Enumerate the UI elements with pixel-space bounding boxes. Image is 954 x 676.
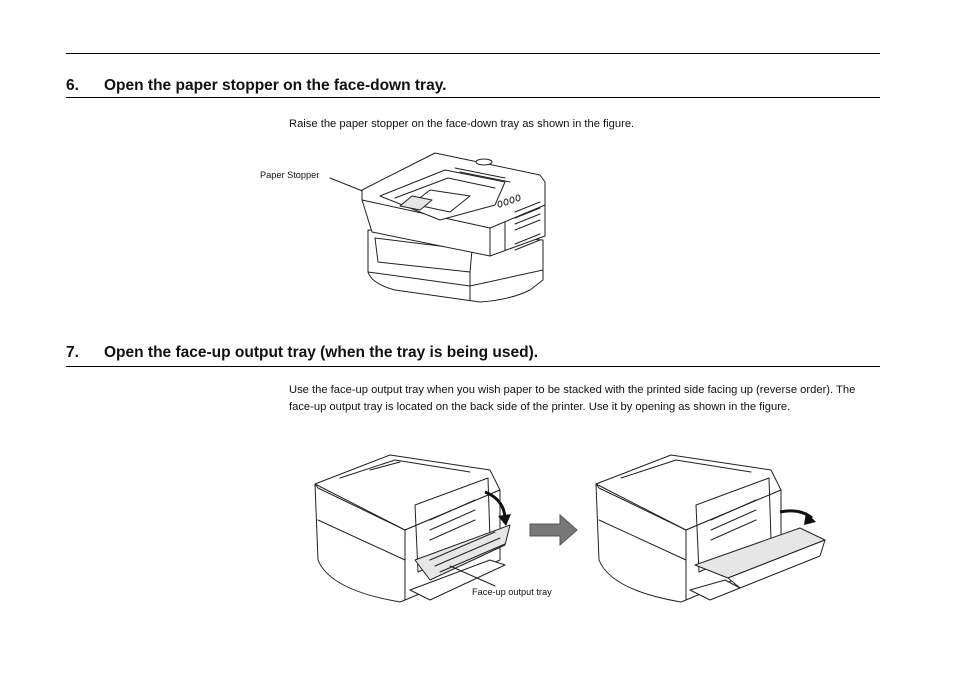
section-7-title: Open the face-up output tray (when the t… <box>104 344 539 361</box>
section-7-number: 7. <box>66 344 79 361</box>
section-6-number: 6. <box>66 77 79 94</box>
section-6-rule <box>66 97 880 98</box>
section-7-body: Use the face-up output tray when you wis… <box>289 384 856 413</box>
top-rule <box>66 53 880 54</box>
section-6-heading: 6. Open the paper stopper on the face-dow… <box>66 77 446 95</box>
paper-stopper-label: Paper Stopper <box>260 170 320 180</box>
section-6-title: Open the paper stopper on the face-down … <box>104 77 447 94</box>
face-up-tray-label: Face-up output tray <box>472 587 552 597</box>
section-7-rule <box>66 366 880 367</box>
section-6-body: Raise the paper stopper on the face-down… <box>289 118 635 130</box>
section-7-heading: 7. Open the face-up output tray (when the… <box>66 344 538 362</box>
